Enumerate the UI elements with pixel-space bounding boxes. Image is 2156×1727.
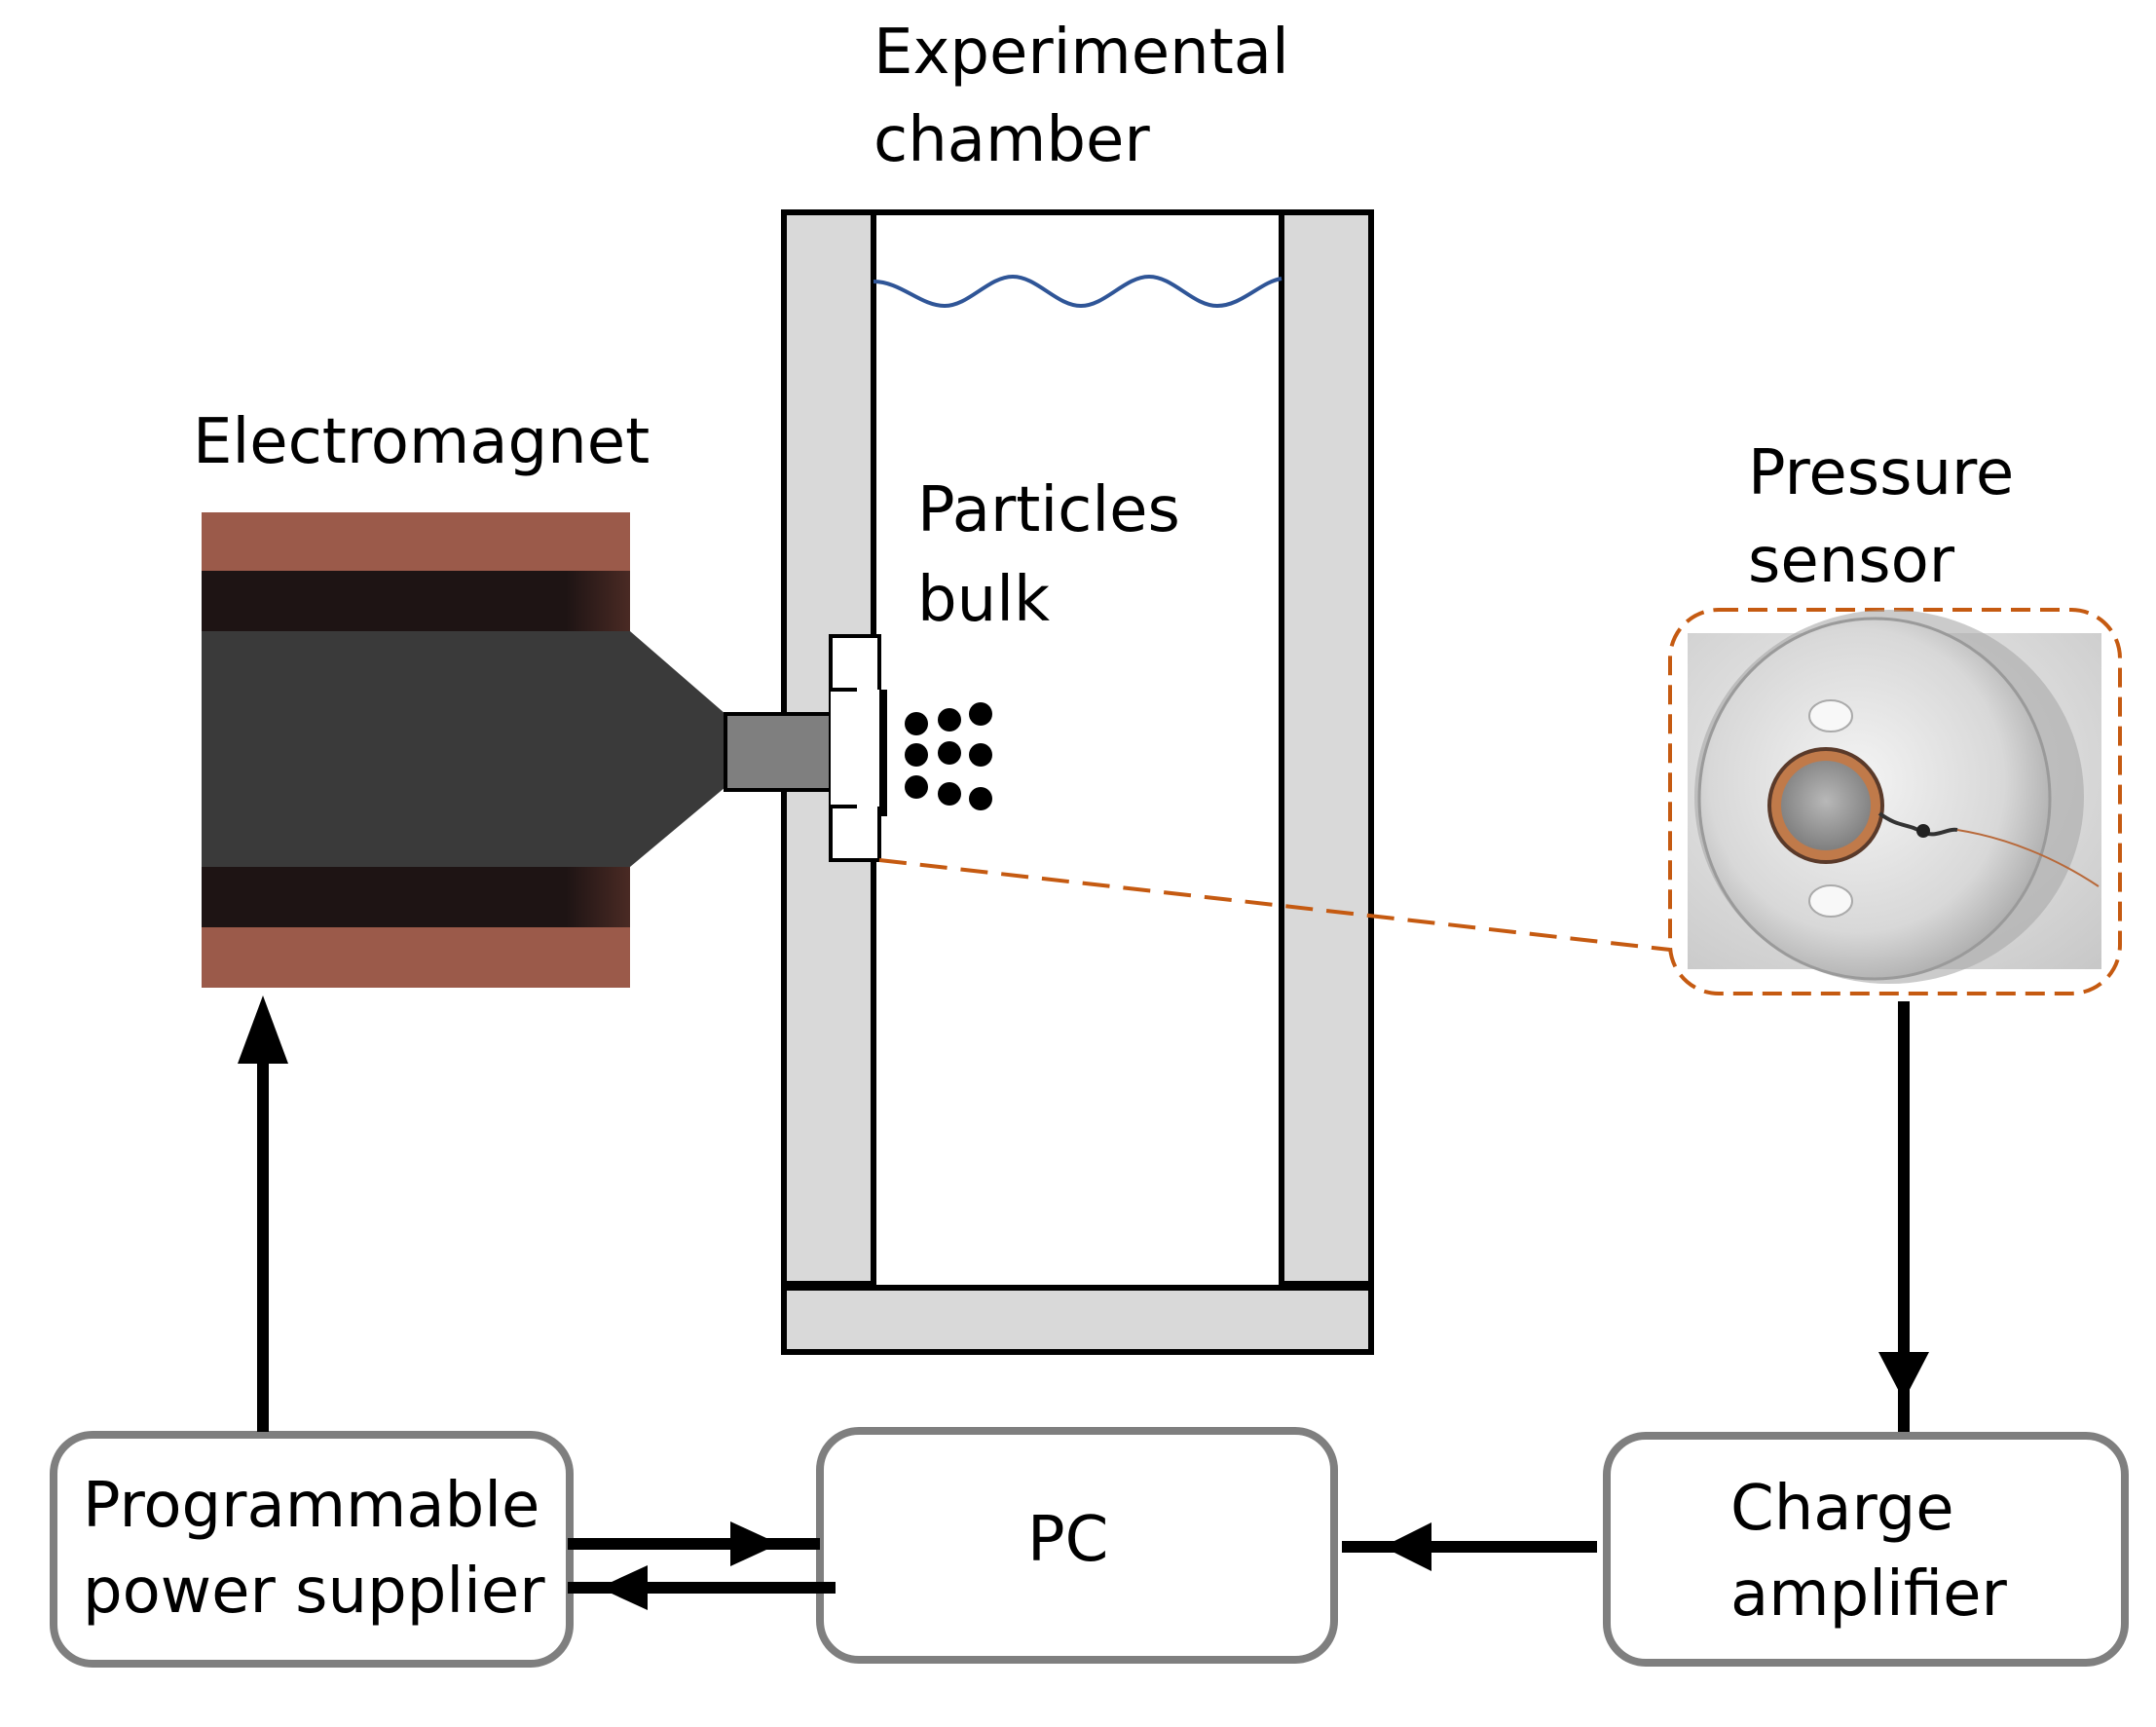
electromagnet bbox=[202, 512, 861, 988]
mount-hole-bottom bbox=[1808, 884, 1853, 918]
electromagnet-label: Electromagnet bbox=[193, 406, 650, 478]
experimental-chamber bbox=[781, 209, 1374, 1355]
arrow-head-left-2 bbox=[599, 1565, 648, 1610]
particle bbox=[905, 712, 928, 735]
pc-box: PC bbox=[816, 1427, 1338, 1664]
chamber-right-wall bbox=[1279, 209, 1374, 1287]
water-surface bbox=[873, 274, 1282, 309]
particle bbox=[938, 708, 961, 732]
sensor-mount bbox=[829, 634, 887, 862]
particle bbox=[938, 741, 961, 765]
coil-winding-bottom bbox=[202, 867, 630, 927]
chamber-label-line1: Experimental bbox=[874, 17, 1289, 89]
arrow-head-up bbox=[238, 995, 288, 1064]
particles-bulk bbox=[905, 702, 992, 810]
sensor-cable bbox=[1956, 829, 2100, 887]
callout-frame bbox=[1668, 608, 2122, 995]
sensor-membrane bbox=[1781, 761, 1871, 850]
power-supplier-label-line2: power supplier bbox=[83, 1556, 545, 1628]
coil-winding-top bbox=[202, 571, 630, 631]
particle bbox=[969, 743, 992, 767]
arrow-head-down bbox=[1878, 1352, 1929, 1401]
sensor-label-line1: Pressure bbox=[1748, 437, 2014, 509]
power-supplier-box: Programmable power supplier bbox=[50, 1431, 574, 1668]
particles-label-line2: bulk bbox=[917, 564, 1050, 636]
particle bbox=[969, 702, 992, 726]
arrow-head-right bbox=[730, 1521, 779, 1566]
charge-amplifier-label-line2: amplifier bbox=[1730, 1558, 2007, 1631]
sensor-label-line2: sensor bbox=[1748, 525, 1955, 597]
charge-amplifier-frame bbox=[1603, 1432, 2129, 1667]
particle bbox=[905, 743, 928, 767]
particle bbox=[938, 782, 961, 806]
chamber-bottom-wall bbox=[781, 1285, 1374, 1355]
signal-arrows bbox=[238, 995, 1929, 1610]
pc-label: PC bbox=[1027, 1504, 1108, 1576]
magnet-core bbox=[202, 631, 725, 867]
chamber-label-line2: chamber bbox=[874, 104, 1150, 176]
pressure-sensor-photo bbox=[1668, 608, 2122, 995]
power-supplier-label-line1: Programmable bbox=[83, 1470, 539, 1542]
particle bbox=[969, 787, 992, 810]
particle bbox=[905, 775, 928, 799]
mount-hole-top bbox=[1808, 699, 1853, 732]
charge-amplifier-box: Charge amplifier bbox=[1603, 1432, 2129, 1667]
callout-line bbox=[878, 858, 1671, 952]
charge-amplifier-label-line1: Charge bbox=[1730, 1473, 1954, 1545]
arrow-head-left bbox=[1383, 1522, 1431, 1571]
particles-label-line1: Particles bbox=[917, 474, 1180, 546]
